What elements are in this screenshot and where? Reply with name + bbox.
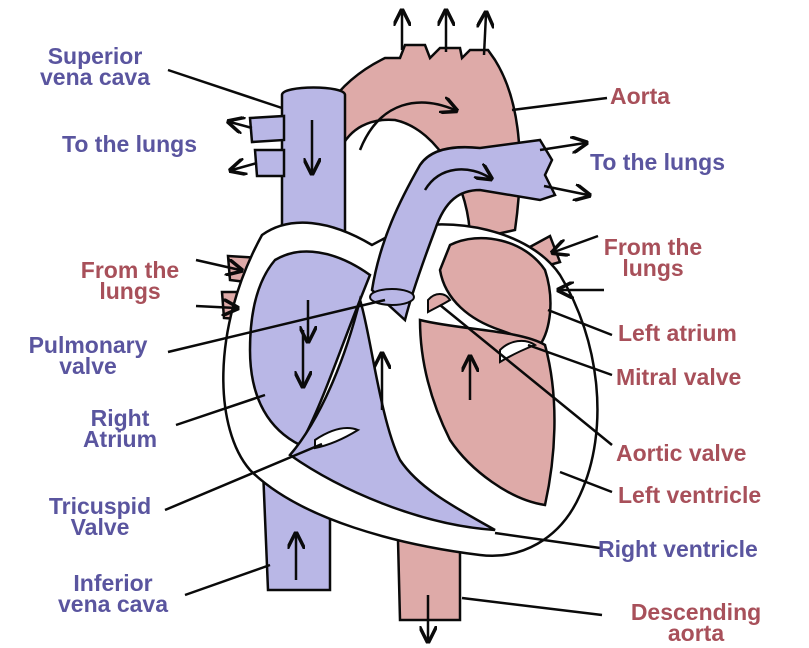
label-from-the-lungs-right: From the lungs [583, 237, 723, 279]
label-aortic-valve: Aortic valve [616, 443, 746, 464]
label-right-atrium: Right Atrium [60, 408, 180, 450]
label-aorta: Aorta [610, 86, 670, 107]
label-right-ventricle: Right ventricle [598, 539, 758, 560]
label-to-the-lungs-right: To the lungs [590, 152, 725, 173]
label-descending-aorta: Descending aorta [606, 602, 786, 644]
label-left-ventricle: Left ventricle [618, 485, 761, 506]
left-pulmonary-branch-lower [255, 150, 284, 176]
label-to-the-lungs-left: To the lungs [62, 134, 197, 155]
label-inferior-vena-cava: Inferior vena cava [38, 573, 188, 615]
left-pulmonary-branch-upper [250, 116, 284, 142]
label-pulmonary-valve: Pulmonary valve [8, 335, 168, 377]
label-superior-vena-cava: Superior vena cava [20, 46, 170, 88]
label-from-the-lungs-left: From the lungs [60, 260, 200, 302]
label-tricuspid-valve: Tricuspid Valve [30, 496, 170, 538]
label-mitral-valve: Mitral valve [616, 367, 741, 388]
label-left-atrium: Left atrium [618, 323, 737, 344]
